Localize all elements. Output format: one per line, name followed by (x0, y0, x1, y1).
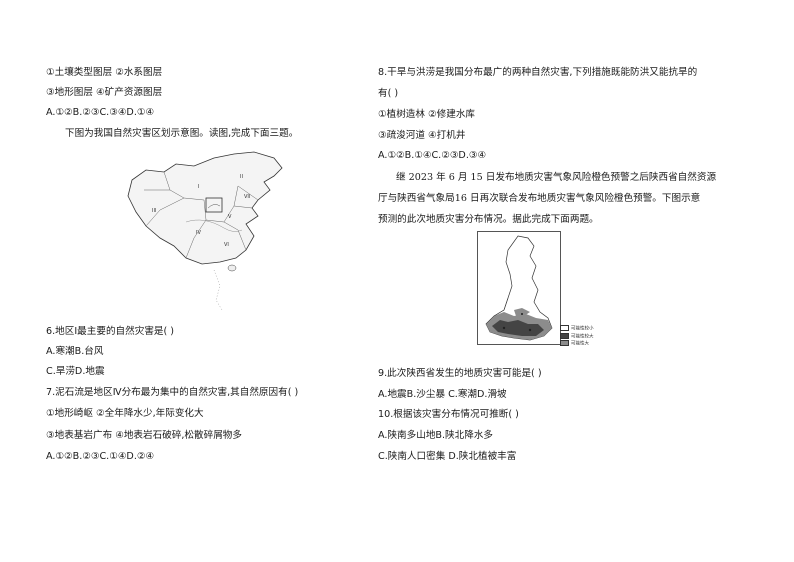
q6-stem: 6.地区Ⅰ最主要的自然灾害是( ) (46, 326, 175, 337)
highlight-box (205, 197, 223, 213)
q7-answers: A.①②B.②③C.①④D.②④ (46, 451, 155, 462)
map-label-zone: V (228, 214, 232, 220)
map-label-zone: I (198, 184, 199, 190)
q10-stem: 10.根据该灾害分布情况可推断( ) (378, 409, 519, 420)
q8-option-line2: ③疏浚河道 ④打机井 (378, 130, 466, 141)
legend-item: 可能性大 (560, 340, 594, 348)
legend-label: 可能性较大 (571, 334, 594, 339)
q9-stem: 9.此次陕西省发生的地质灾害可能是( ) (378, 368, 542, 379)
map-label-zone: VI (224, 242, 229, 248)
legend-swatch (560, 340, 569, 346)
legend-label: 可能性较小 (571, 326, 594, 332)
q7-option-line2: ③地表基岩广布 ④地表岩石破碎,松散碎屑物多 (46, 430, 242, 441)
q5-options-line1: ①土壤类型图层 ②水系图层 (46, 67, 163, 78)
legend-item: 可能性较小 (560, 325, 594, 333)
q10-options-cd: C.陕南人口密集 D.陕北植被丰富 (378, 451, 517, 462)
q8-stem: 8.干旱与洪涝是我国分布最广的两种自然灾害,下列措施既能防洪又能抗旱的 (378, 67, 698, 78)
q8-stem-cont: 有( ) (378, 88, 399, 99)
passage-line3: 预测的此次地质灾害分布情况。据此完成下面两题。 (378, 214, 599, 225)
q9-answers: A.地震B.沙尘暴 C.寒潮D.滑坡 (378, 389, 507, 400)
map-label-zone: IV (196, 230, 201, 236)
shaanxi-hazard-map (485, 235, 553, 341)
q5-answers: A.①②B.②③C.③④D.①④ (46, 107, 155, 118)
q8-option-line1: ①植树造林 ②修建水库 (378, 109, 476, 120)
legend-swatch (560, 332, 569, 339)
legend-swatch (560, 325, 569, 331)
china-hazard-zoning-map: I II III IV V VI VII (127, 151, 283, 311)
map-legend: 可能性较小 可能性较大 可能性大 (560, 325, 594, 348)
q7-option-line1: ①地形崎岖 ②全年降水少,年际变化大 (46, 408, 204, 419)
q8-answers: A.①②B.①④C.②③D.③④ (378, 150, 487, 161)
shaanxi-hazard-map-frame (477, 231, 561, 345)
map-label-zone: VII (244, 194, 250, 200)
legend-item: 可能性较大 (560, 332, 594, 341)
map-intro: 下图为我国自然灾害区划示意图。读图,完成下面三题。 (65, 128, 299, 139)
legend-label: 可能性大 (571, 341, 589, 347)
hainan-island (227, 264, 237, 272)
passage-line1: 继 2023 年 6 月 15 日发布地质灾害气象风险橙色预警之后陕西省自然资源 (396, 172, 717, 183)
q6-options-ab: A.寒潮B.台风 (46, 346, 104, 357)
q6-options-cd: C.旱涝D.地震 (46, 366, 105, 377)
map-label-zone: II (240, 174, 243, 180)
q5-options-line2: ③地形图层 ④矿产资源图层 (46, 87, 163, 98)
risk-zone-higher (492, 320, 544, 336)
q7-stem: 7.泥石流是地区Ⅳ分布最为集中的自然灾害,其自然原因有( ) (46, 387, 299, 398)
q10-options-ab: A.陕南多山地B.陕北降水多 (378, 430, 494, 441)
risk-zone-mid (514, 308, 530, 316)
passage-line2: 厅与陕西省气象局16 日再次联合发布地质灾害气象风险橙色预警。下图示意 (378, 193, 701, 204)
map-label-zone: III (152, 208, 156, 214)
